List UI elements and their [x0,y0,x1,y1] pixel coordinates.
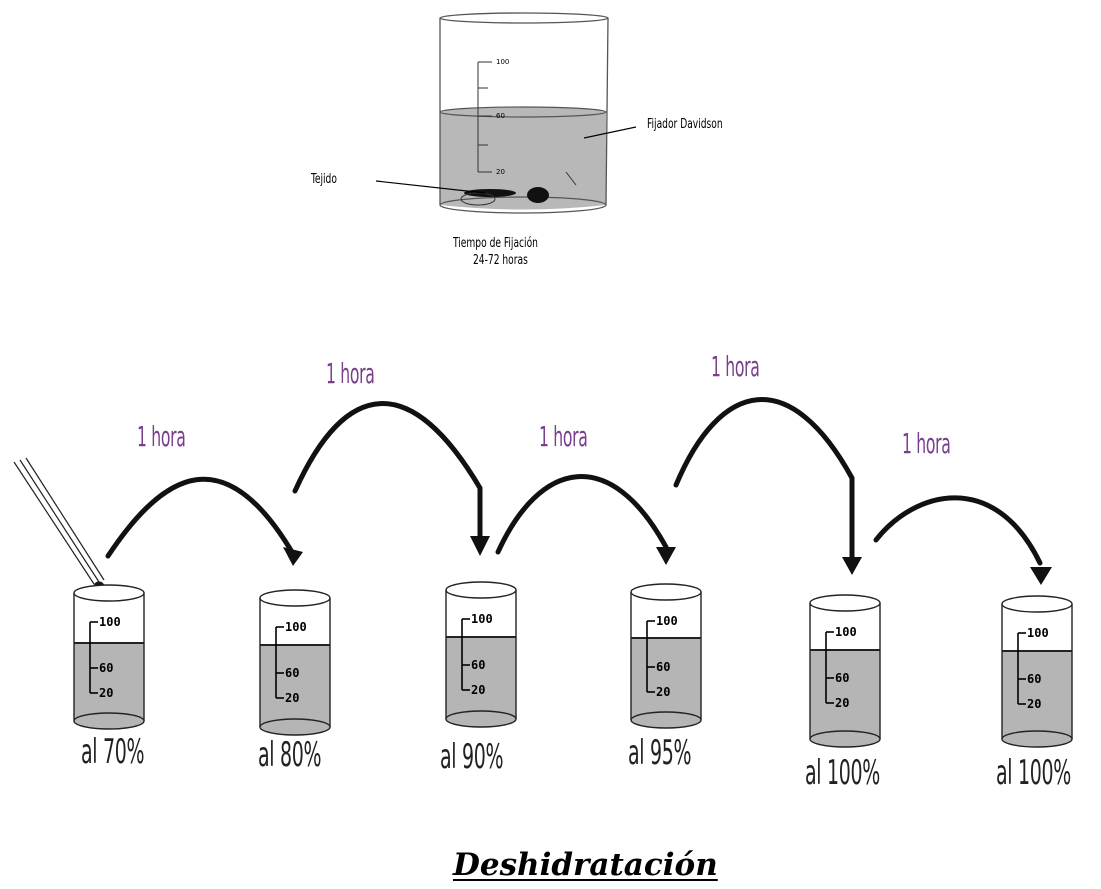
cylinder-tick-label: 20 [99,686,113,700]
transfer-arrow-2 [292,401,483,540]
transfer-arrows [105,397,1043,566]
tissue-leader-line [375,180,486,194]
cylinder-base [73,712,145,730]
arrowhead-icon [842,557,862,575]
alcohol-liquid [810,650,880,747]
cylinder-base [259,718,331,736]
interval-label: 1 hora [137,420,186,453]
transfer-arrow-5 [873,495,1043,566]
liquid-surface [439,106,607,118]
cylinder-tick-label: 100 [285,620,307,634]
arrowhead-icon [470,536,490,556]
tissue-label: Tejido [311,172,337,187]
cylinder-tick-label: 60 [656,660,670,674]
alcohol-liquid [74,643,144,729]
beaker-rim [439,12,609,24]
cylinder-tick-label: 60 [285,666,299,680]
cylinder-tick-label: 20 [835,696,849,710]
tissue-sample [460,192,496,206]
tissue-sample [464,189,516,197]
cylinder-base [1001,730,1073,748]
cylinder-tick-label: 60 [99,661,113,675]
fixation-time-label: Tiempo de Fijación [453,236,538,251]
graduated-cylinder: 100 60 20 [809,594,881,748]
diagram-title: Deshidratación [453,847,718,883]
beaker-base [439,196,607,214]
cylinder-tick-label: 20 [285,691,299,705]
alcohol-liquid [446,637,516,727]
concentration-label: al 80% [258,735,322,775]
graduated-cylinder: 100 60 20 [630,583,702,729]
cylinder-rim [445,581,517,599]
fixation-beaker: 100 60 20 [375,12,637,214]
arrowhead-icon [656,547,676,565]
cylinder-base [445,710,517,728]
cylinder-tick-label: 100 [1027,626,1049,640]
beaker-wall-right [605,17,609,206]
arrow-heads [283,536,1052,585]
fixative-leader-line [583,126,637,139]
cylinder-base [630,711,702,729]
interval-label: 1 hora [326,357,375,390]
cylinder-tick-label: 20 [1027,697,1041,711]
cylinder-base [809,730,881,748]
concentration-label: al 100% [996,753,1071,793]
alcohol-liquid [260,645,330,735]
alcohol-liquid [631,638,701,728]
fixative-liquid [440,112,606,210]
cylinder-tick-label: 20 [471,683,485,697]
cylinder-rim [73,584,145,602]
cylinder-tick-label: 100 [471,612,493,626]
alcohol-liquid [1002,651,1072,747]
cylinder-rim [1001,595,1073,613]
concentration-label: al 90% [440,737,504,777]
cylinder-tick-label: 100 [835,625,857,639]
cylinder-tick-label: 60 [835,671,849,685]
cylinder-row: 100 60 20 100 60 20 100 60 20 100 60 20 100 60 20 100 60… [73,581,1073,748]
transfer-arrow-4 [673,397,855,561]
arrowhead-icon [1030,567,1052,585]
stir-rod [565,171,577,186]
pipette-icon [13,457,105,593]
cylinder-tick-label: 60 [1027,672,1041,686]
cylinder-tick-label: 20 [656,685,670,699]
transfer-arrow-1 [105,476,295,559]
concentration-label: al 70% [81,732,145,772]
graduated-cylinder: 100 60 20 [259,589,331,736]
graduated-cylinder: 100 60 20 [1001,595,1073,748]
cylinder-rim [809,594,881,612]
cylinder-rim [259,589,331,607]
fixation-time-range: 24-72 horas [473,253,528,268]
interval-label: 1 hora [902,427,951,460]
graduated-cylinder: 100 60 20 [445,581,517,728]
beaker-tick-label: 100 [496,58,509,66]
beaker-tick-label: 60 [496,112,505,120]
concentration-label: al 100% [805,753,880,793]
cylinder-tick-label: 100 [656,614,678,628]
tissue-sample [527,187,549,203]
fixative-label: Fijador Davidson [647,117,723,132]
transfer-arrow-3 [495,474,669,555]
cylinder-rim [630,583,702,601]
cylinder-tick-label: 60 [471,658,485,672]
interval-label: 1 hora [539,420,588,453]
arrowhead-icon [283,547,303,566]
cylinder-tick-label: 100 [99,615,121,629]
interval-label: 1 hora [711,350,760,383]
graduated-cylinder: 100 60 20 [73,584,145,730]
beaker-tick-label: 20 [496,168,505,176]
concentration-label: al 95% [628,733,692,773]
